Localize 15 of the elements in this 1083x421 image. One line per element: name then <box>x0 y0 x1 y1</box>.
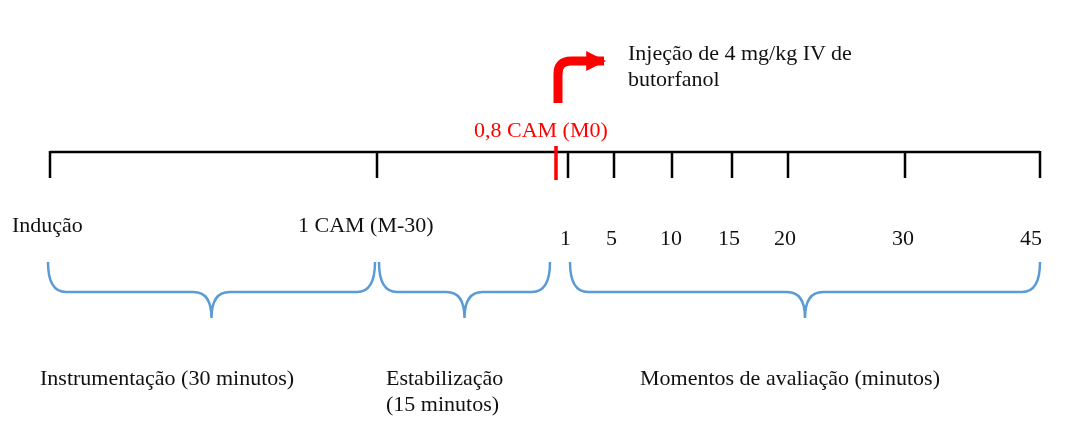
arrow <box>553 51 606 103</box>
marker-label: 0,8 CAM (M0) <box>474 117 654 143</box>
period-label: Momentos de avaliação (minutos) <box>640 365 940 391</box>
tick-label: 1 <box>560 225 571 251</box>
event-label: 1 CAM (M-30) <box>298 212 434 238</box>
tick-label: 30 <box>892 225 914 251</box>
tick-label: 10 <box>660 225 682 251</box>
period-label: Instrumentação (30 minutos) <box>40 365 295 391</box>
tick-label: 15 <box>718 225 740 251</box>
tick-label: 45 <box>1020 225 1042 251</box>
annotation-text: Injeção de 4 mg/kg IV de butorfanol <box>606 40 936 92</box>
event-label: Indução <box>12 212 83 238</box>
tick-label: 20 <box>774 225 796 251</box>
period-label: Estabilização (15 minutos) <box>386 365 505 417</box>
tick-label: 5 <box>606 225 617 251</box>
